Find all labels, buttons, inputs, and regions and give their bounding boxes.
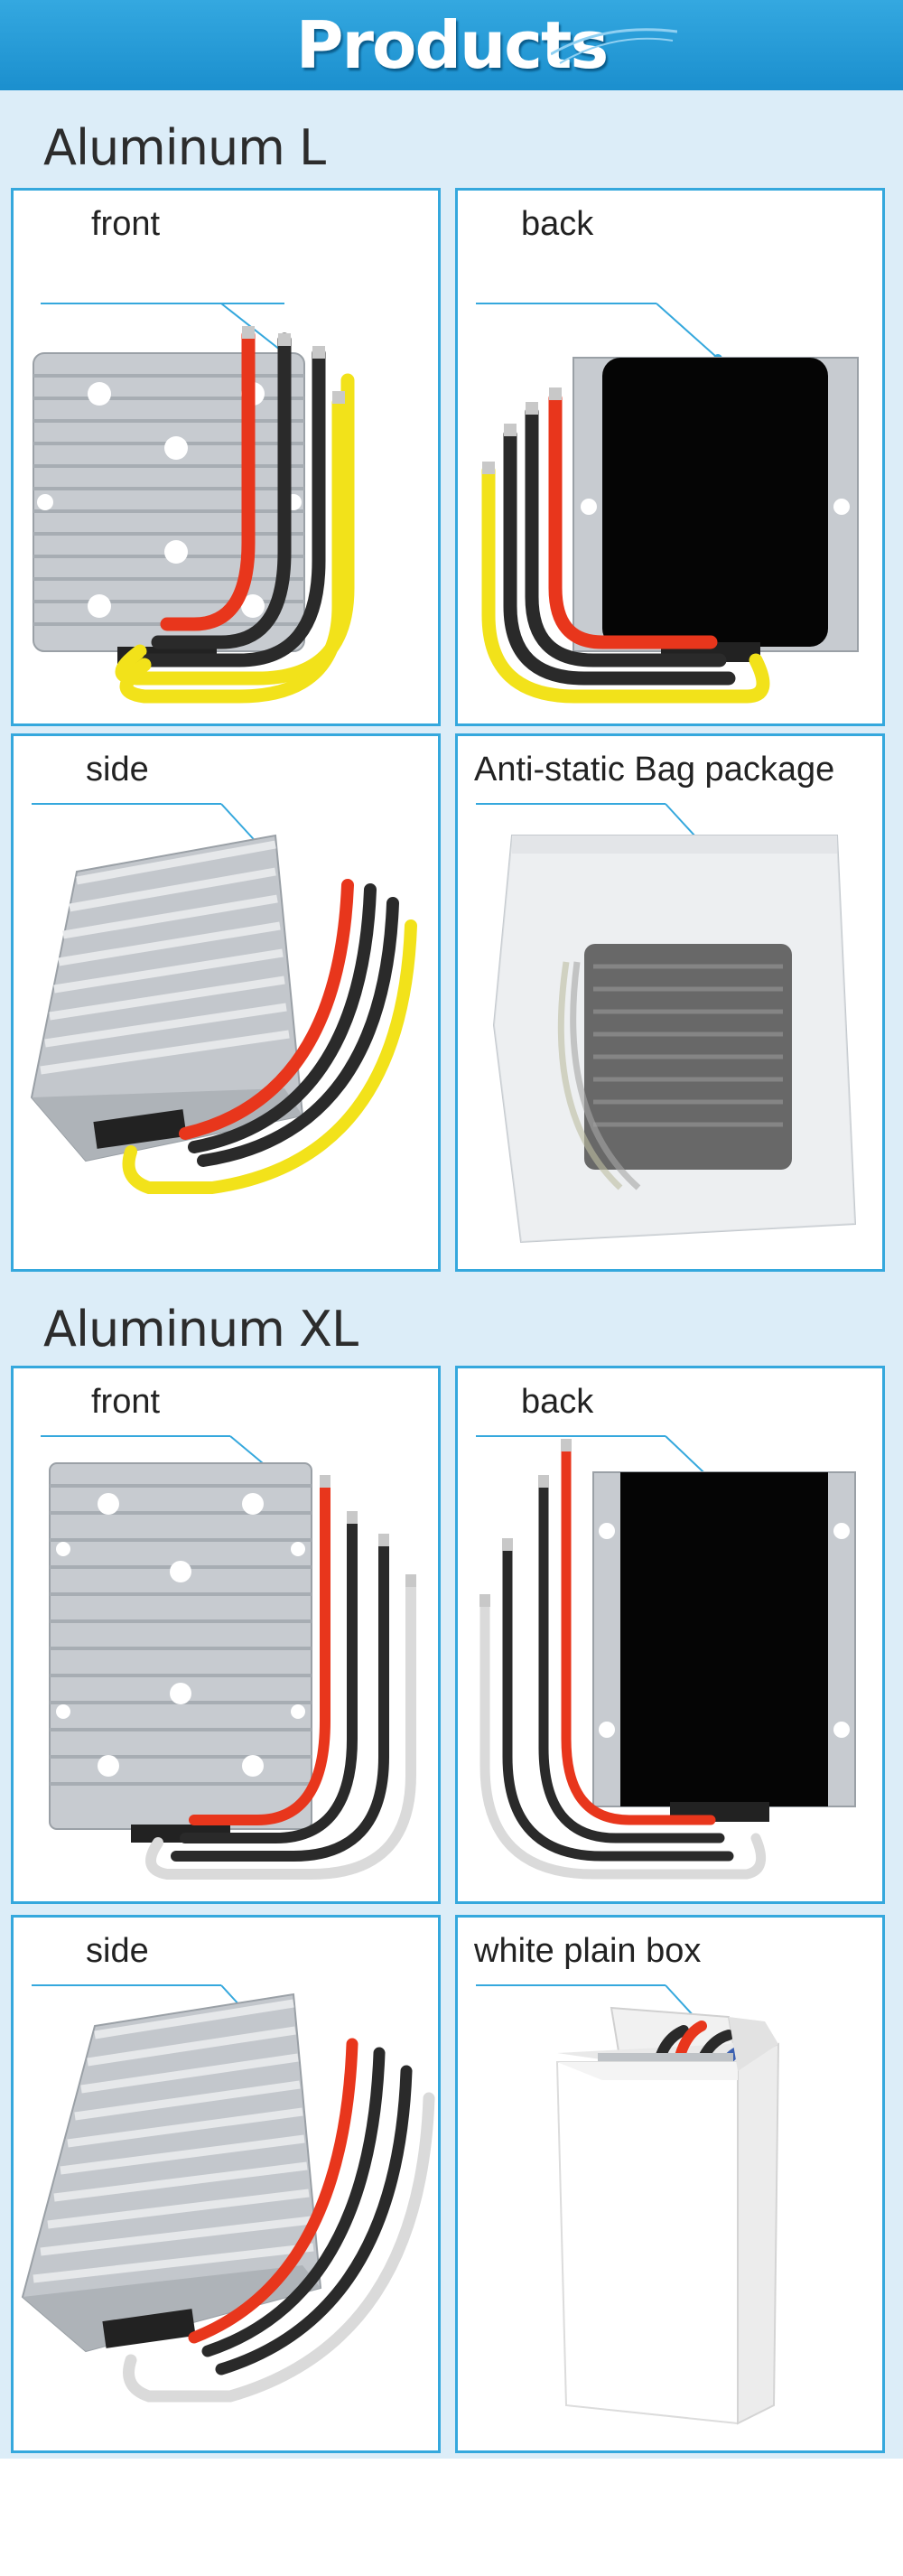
converter-side-image [21,1984,435,2403]
card-label: side [86,751,149,789]
converter-side-image [30,803,417,1194]
converter-front-image [33,303,355,704]
products-header-banner: Products [0,0,903,90]
card-label: back [521,205,594,243]
card-label: back [521,1383,594,1421]
section-title: Aluminum XL [43,1301,358,1358]
card-front: front [11,188,441,726]
card-label: front [91,1383,161,1421]
card-side: side [11,1915,441,2453]
card-label: Anti-static Bag package [474,751,835,789]
anti-static-bag-image [476,803,857,1244]
section-aluminum-xl: Aluminum XL [0,1301,903,2459]
converter-back-image [476,1435,856,1880]
card-label: side [86,1932,149,1970]
swoosh-decoration-icon [551,28,677,64]
card-back: back [455,188,885,726]
white-plain-box-image [476,1984,780,2425]
card-back: back [455,1366,885,1904]
card-label: front [91,205,161,243]
card-front: front [11,1366,441,1904]
card-anti-static-bag: Anti-static Bag package [455,733,885,1272]
section-title: Aluminum L [43,119,326,176]
card-white-plain-box: white plain box [455,1915,885,2453]
section-aluminum-l: Aluminum L [0,90,903,1301]
converter-front-image [41,1435,416,1880]
card-side: side [11,733,441,1272]
converter-back-image [476,303,859,704]
card-label: white plain box [474,1932,702,1970]
page-title: Products [295,7,609,83]
